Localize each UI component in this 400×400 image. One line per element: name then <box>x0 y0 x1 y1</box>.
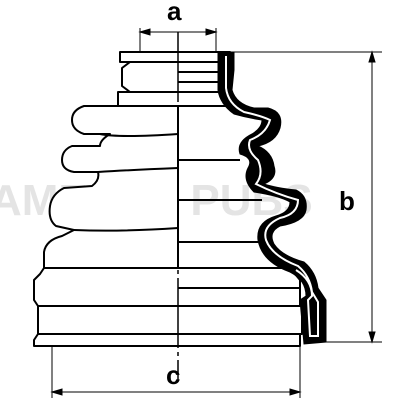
boot-outline <box>33 51 303 347</box>
dimension-c-arrow-left <box>50 388 63 396</box>
dimension-c-label: c <box>166 360 180 390</box>
dimension-a-label: a <box>167 0 182 26</box>
bottom-collar-lower <box>37 305 303 335</box>
top-step <box>117 91 231 107</box>
dimension-b-label: b <box>339 186 355 216</box>
dimension-b-arrow-top <box>368 50 376 63</box>
dimension-a-arrow-right <box>205 28 218 36</box>
bellows-left-body <box>43 105 179 269</box>
dimension-c-arrow-right <box>289 388 302 396</box>
dimension-b <box>234 50 382 344</box>
fold-line-3 <box>73 227 179 232</box>
fold-line-2 <box>97 167 179 173</box>
dimension-b-arrow-bottom <box>368 331 376 344</box>
boot-section-profile-inner <box>225 56 319 337</box>
fold-line-1 <box>99 133 179 137</box>
bottom-collar-rim <box>33 333 301 347</box>
dimension-c <box>50 346 302 398</box>
top-collar-rim <box>119 51 231 63</box>
dimension-a <box>138 28 218 52</box>
dimension-a-arrow-left <box>138 28 151 36</box>
top-collar-body <box>121 61 229 93</box>
